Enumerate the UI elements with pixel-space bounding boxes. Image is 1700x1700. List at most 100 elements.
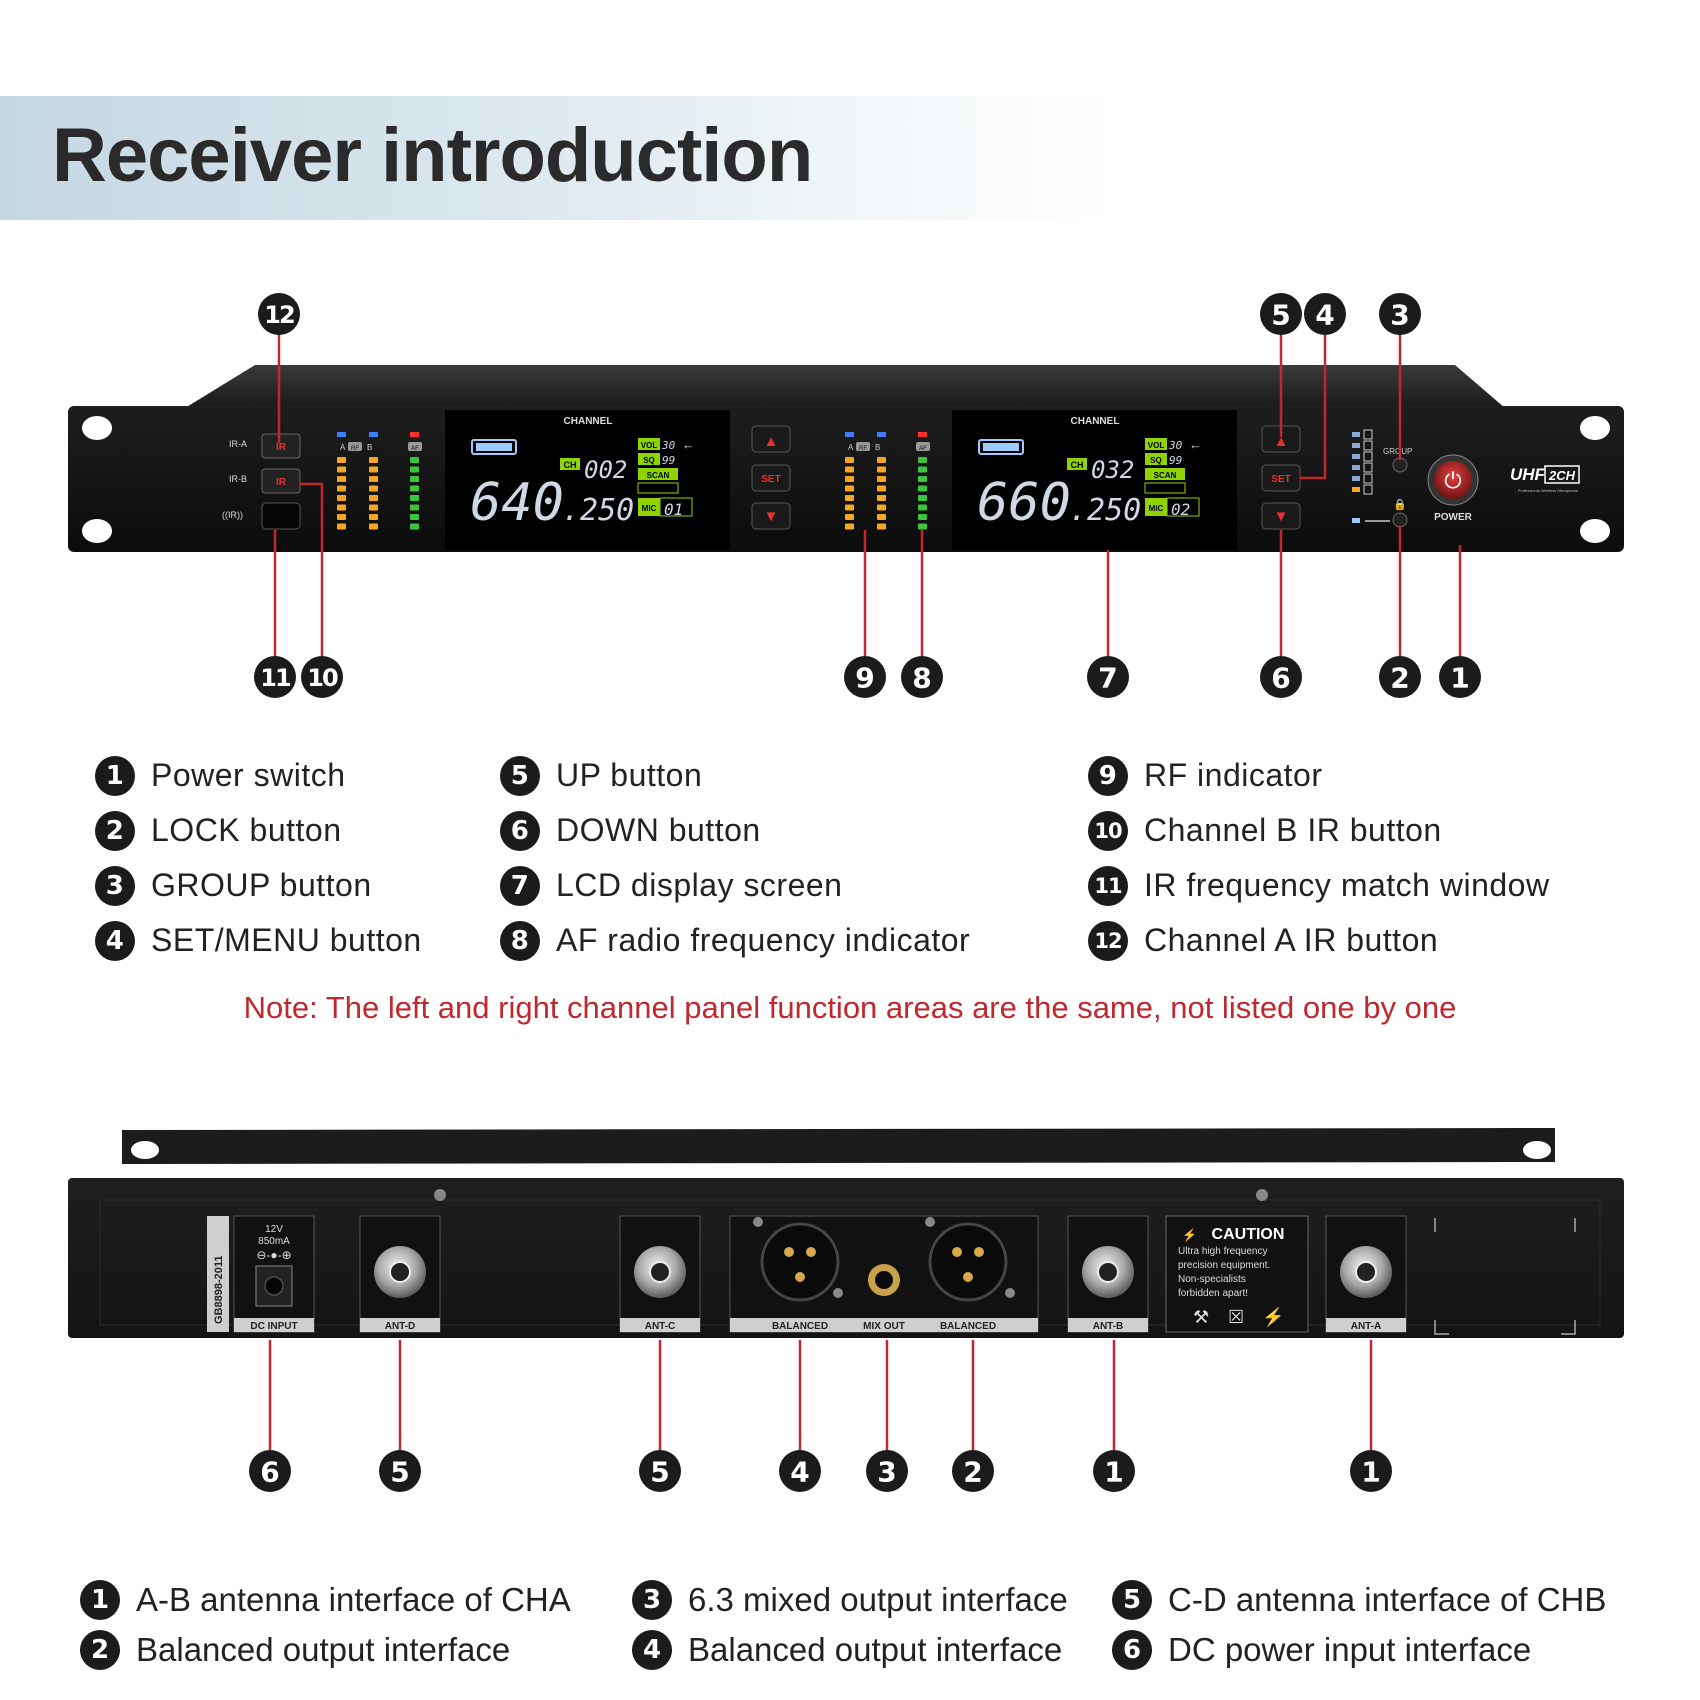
meter-led [337,514,346,520]
callout-8-text: 8 [912,662,931,695]
meter-led [845,485,854,492]
lcd-screen [952,410,1237,550]
legend-text: Channel A IR button [1144,922,1439,958]
down-button[interactable] [1261,502,1301,530]
legend-number: 4 [632,1630,672,1670]
legend-number: 1 [80,1580,120,1620]
brand-logo: UHF [1510,465,1546,484]
af-tag [916,442,930,451]
leader-10 [300,482,324,656]
meter-labels-right: A RF B AF [848,442,930,452]
set-button-left[interactable] [751,464,791,492]
meter-led [918,514,927,520]
group-indicator-leds [1352,429,1373,495]
meter-led [369,432,378,437]
meter-led [918,476,927,482]
freq-decimal: .250 [1069,493,1141,528]
meter-led [877,514,886,520]
meter-led [369,476,378,482]
group-led [1352,432,1360,437]
meter-led [410,476,419,482]
legend-number: 1 [95,755,135,796]
meter-led [410,514,419,520]
rack-hole [1580,519,1610,543]
lock-button[interactable] [1392,512,1408,528]
xlr-pin [784,1247,794,1257]
ant-d-strip [360,1318,440,1332]
ir-b-label: IR-B [229,474,247,484]
callout-7 [1087,656,1129,698]
scan-label: SCAN [1154,471,1177,480]
mute-tag [1144,482,1186,494]
ir-b-button[interactable] [261,468,301,494]
xlr-pin [952,1247,962,1257]
rear-callout-5-text: 5 [650,1456,669,1489]
scan-tag [638,468,678,480]
meter-led [877,504,886,511]
ir-match-window [261,502,301,530]
xlr-left-connector[interactable] [760,1222,840,1302]
sq-tag [1145,453,1167,465]
mic-box [1166,497,1200,517]
sq-value: 99 [1169,454,1182,467]
meter-led [877,432,886,437]
power-label: POWER [1434,512,1473,523]
callout-10-text: 10 [307,664,338,692]
page-title: Receiver introduction [52,113,813,198]
legend-text: Balanced output interface [136,1631,511,1668]
legend-text: GROUP button [151,867,372,903]
meter-led [877,523,886,530]
legend-number: 5 [500,755,540,796]
tools-icon: ⚒ [1193,1307,1209,1327]
callout-8 [901,656,943,698]
callout-4 [1304,293,1346,335]
audio-label-strip [730,1318,1038,1332]
mic-label: MIC [1149,504,1164,513]
screw-icon [1005,1288,1015,1298]
xlr-right-connector[interactable] [928,1222,1008,1302]
dc-jack[interactable] [255,1265,293,1307]
front-leaders [273,334,1462,656]
channel-label: CHANNEL [564,416,613,427]
ant-b-label: ANT-B [1093,1321,1124,1332]
meter-label-a: A [340,443,346,452]
down-button-left[interactable] [751,502,791,530]
xlr-pin [974,1247,984,1257]
bnc-center [389,1261,411,1283]
ant-a-label: ANT-A [1351,1321,1382,1332]
callout-5-text: 5 [1271,299,1290,332]
up-button-left[interactable] [751,425,791,453]
callout-11-text: 11 [260,664,291,692]
meter-led [337,495,346,501]
meter-led [845,476,854,482]
sq-tag [638,453,660,465]
legend-number: 9 [1088,755,1128,796]
callout-9 [844,656,886,698]
triangle-up-icon: ▲ [1274,433,1289,450]
legend-number: 6 [1112,1630,1152,1670]
triangle-down-icon: ▼ [1274,508,1289,525]
freq-decimal: .250 [562,493,634,528]
meter-leds-right [845,432,927,530]
ch-tag [560,458,580,470]
brand-badge: 2CH [1548,468,1576,483]
group-button[interactable] [1392,457,1408,473]
callout-3 [1379,293,1421,335]
meter-label-b: B [875,443,880,452]
rear-callout-5 [379,1450,421,1492]
meter-led [918,495,927,501]
meter-led [845,504,854,511]
meter-led [845,523,854,530]
scan-tag [1145,468,1185,480]
legend-text: DOWN button [556,812,761,848]
triangle-up-icon: ▲ [764,433,779,450]
ir-a-button[interactable] [261,433,301,459]
title-banner [0,96,1120,220]
ch-value: 002 [584,456,627,484]
caution-line: precision equipment. [1178,1260,1270,1271]
meter-led [337,457,346,463]
